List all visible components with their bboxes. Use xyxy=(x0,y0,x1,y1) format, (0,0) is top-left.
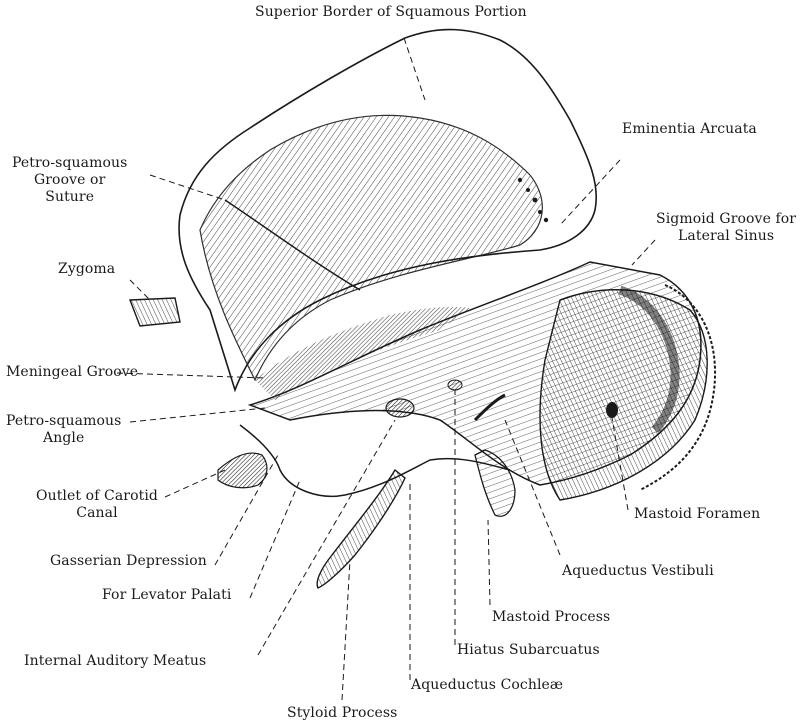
label-aqueductus-cochleae: Aqueductus Cochleæ xyxy=(411,677,563,694)
label-petro-squamous-angle-line-2: Angle xyxy=(6,430,121,447)
label-meningeal-groove: Meningeal Groove xyxy=(6,364,138,381)
zygoma-process xyxy=(130,298,180,326)
label-superior-border: Superior Border of Squamous Portion xyxy=(255,4,527,21)
label-hiatus-subarcuatus: Hiatus Subarcuatus xyxy=(457,642,600,659)
label-petro-squamous-groove-line-3: Suture xyxy=(12,189,127,206)
styloid-process-shape xyxy=(317,470,405,588)
hiatus-subarcuatus-opening xyxy=(448,380,462,390)
label-mastoid-process: Mastoid Process xyxy=(492,609,610,626)
label-petro-squamous-angle: Petro-squamous Angle xyxy=(6,413,121,447)
label-petro-squamous-groove-line-2: Groove or xyxy=(12,172,127,189)
label-outlet-carotid-line-2: Canal xyxy=(36,505,158,522)
mastoid-region xyxy=(540,290,707,500)
label-internal-auditory-meatus: Internal Auditory Meatus xyxy=(24,653,206,670)
mastoid-foramen-dot xyxy=(606,402,618,418)
label-mastoid-foramen: Mastoid Foramen xyxy=(634,506,760,523)
label-sigmoid-groove-line-1: Sigmoid Groove for xyxy=(656,211,796,228)
label-petro-squamous-angle-line-1: Petro-squamous xyxy=(6,413,121,430)
label-petro-squamous-groove: Petro-squamous Groove or Suture xyxy=(12,155,127,206)
internal-auditory-meatus-opening xyxy=(386,399,414,417)
label-aqueductus-vestibuli: Aqueductus Vestibuli xyxy=(562,563,714,580)
label-sigmoid-groove-line-2: Lateral Sinus xyxy=(656,228,796,245)
carotid-outlet-shape xyxy=(218,453,267,488)
label-eminentia-arcuata: Eminentia Arcuata xyxy=(622,121,757,138)
label-outlet-carotid-line-1: Outlet of Carotid xyxy=(36,488,158,505)
label-petro-squamous-groove-line-1: Petro-squamous xyxy=(12,155,127,172)
label-gasserian-depression: Gasserian Depression xyxy=(50,553,207,570)
label-styloid-process: Styloid Process xyxy=(287,705,397,722)
label-levator-palati: For Levator Palati xyxy=(102,587,231,604)
label-outlet-carotid: Outlet of Carotid Canal xyxy=(36,488,158,522)
label-sigmoid-groove: Sigmoid Groove for Lateral Sinus xyxy=(656,211,796,245)
label-zygoma: Zygoma xyxy=(58,261,115,278)
